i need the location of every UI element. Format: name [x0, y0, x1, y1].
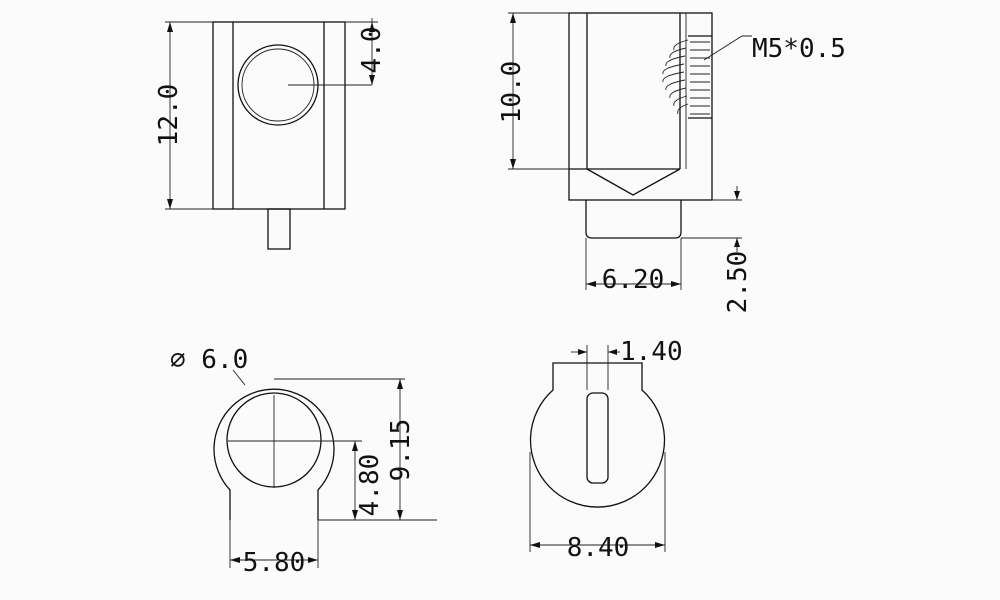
- front-height-label: 12.0: [154, 84, 184, 147]
- br-slot-label: 1.40: [620, 337, 683, 367]
- side-width-label: 6.20: [602, 265, 665, 295]
- dim-140-arrow-right: [608, 349, 617, 355]
- dim-840-arrow-left: [530, 542, 540, 548]
- dim-250-arrow-bottom: [734, 238, 740, 247]
- dim-10-arrow-bottom: [510, 159, 516, 169]
- bottom-right-view: 1.40 8.40: [529, 337, 683, 563]
- thread-hole: [662, 35, 712, 119]
- bl-body-outline: [213, 388, 335, 520]
- dim-4-arrow-top: [369, 22, 375, 32]
- bl-width-label: 5.80: [243, 548, 306, 578]
- dim-580-arrow-left: [230, 557, 240, 563]
- thread-leader: [703, 35, 752, 61]
- dim-915-arrow-top: [397, 379, 403, 389]
- dim-840-arrow-right: [655, 542, 665, 548]
- dim-580-arrow-right: [308, 557, 318, 563]
- dim-10-arrow-top: [510, 13, 516, 23]
- front-view: 12.0 4.0: [154, 18, 387, 250]
- dim-12-arrow-bottom: [167, 199, 173, 209]
- side-drill-point: [586, 168, 681, 196]
- bl-total-height-label: 9.15: [386, 419, 416, 482]
- dim-915-arrow-bottom: [397, 510, 403, 520]
- front-bore-label: 4.0: [357, 27, 387, 74]
- br-slot: [586, 392, 609, 484]
- dim-250-arrow-top: [734, 191, 740, 200]
- front-pin: [267, 208, 291, 250]
- dim-12-arrow-top: [167, 22, 173, 32]
- bl-diameter-leader: [232, 369, 246, 386]
- dim-4-arrow-bottom: [369, 75, 375, 85]
- dim-480-arrow-top: [352, 441, 358, 451]
- br-body-outline: [529, 362, 666, 508]
- thread-label: M5*0.5: [752, 34, 846, 64]
- bl-diameter-label: ⌀ 6.0: [170, 345, 248, 375]
- bottom-left-view: ⌀ 6.0 5.80 4.80 9.15: [170, 345, 437, 578]
- side-pin: [585, 200, 682, 239]
- dim-620-arrow-left: [586, 281, 596, 287]
- br-width-label: 8.40: [567, 533, 630, 563]
- dim-140-arrow-left: [578, 349, 587, 355]
- side-offset-label: 2.50: [723, 251, 753, 314]
- side-height-label: 10.0: [497, 61, 527, 124]
- side-body-outline: [568, 12, 713, 201]
- dim-480-arrow-bottom: [352, 510, 358, 520]
- side-view: M5*0.5 10.0 6.20 2.50: [497, 12, 846, 314]
- bl-center-height-label: 4.80: [355, 454, 385, 517]
- dim-620-arrow-right: [671, 281, 681, 287]
